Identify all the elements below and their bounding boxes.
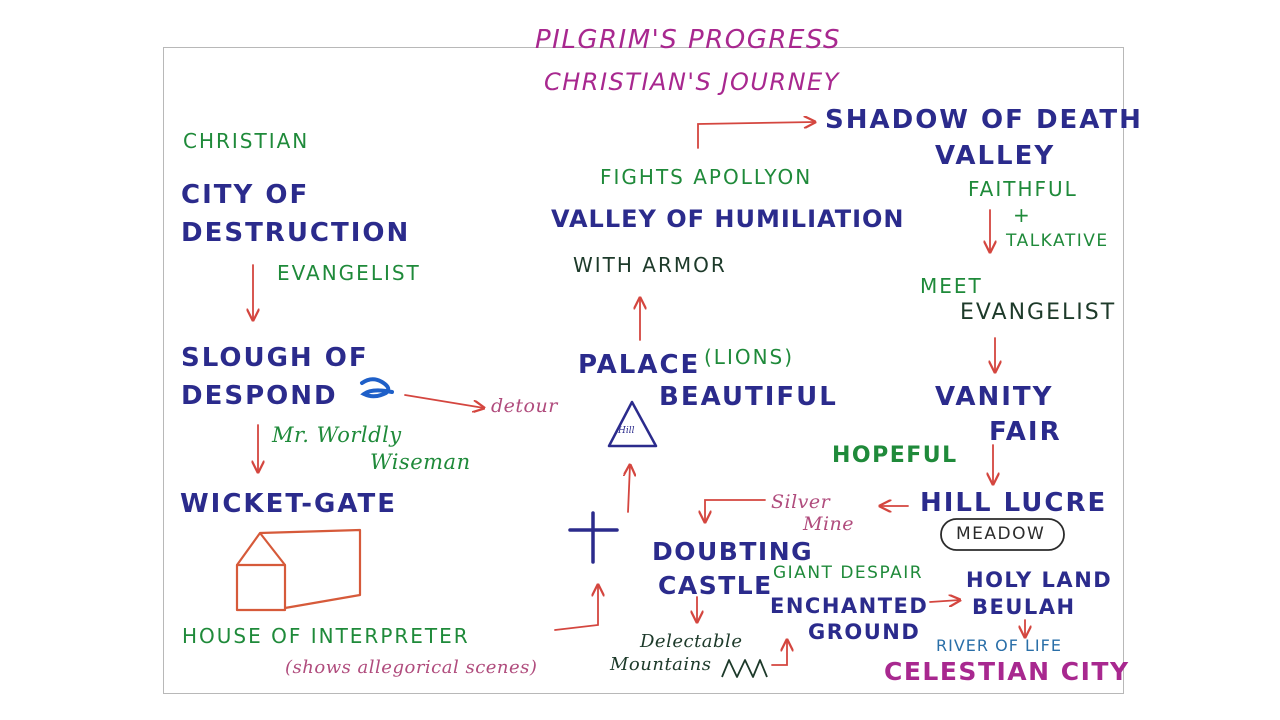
label-meet: MEET (920, 274, 983, 298)
diagram-title: PILGRIM'S PROGRESS (535, 25, 841, 55)
label-interpreter-note: (shows allegorical scenes) (285, 657, 538, 678)
label-hopeful: HOPEFUL (832, 443, 958, 468)
node-beautiful: BEAUTIFUL (659, 382, 838, 412)
vanity-line-2: FAIR (989, 417, 1062, 448)
hill-triangle (607, 400, 658, 448)
label-plus: + (1013, 203, 1032, 227)
node-holy-land-beulah: HOLY LAND BEULAH (966, 567, 1112, 622)
arrow-interpreter-to-cross (554, 585, 598, 631)
slough-scribble (360, 377, 394, 399)
cross-icon (568, 511, 619, 564)
node-vanity-fair: VANITY FAIR (935, 380, 1062, 450)
city-line-1: CITY OF (181, 180, 310, 210)
label-christian: CHRISTIAN (183, 129, 310, 153)
node-wicket-gate: WICKET-GATE (180, 489, 397, 519)
mountains-icon (721, 659, 768, 678)
enchanted-line-2: GROUND (808, 620, 921, 645)
arrow-silver-to-doubting (705, 499, 766, 522)
arrow-slough-to-detour (404, 394, 484, 408)
diagram-frame (163, 47, 1124, 694)
label-silver-mine: Silver Mine (771, 491, 855, 536)
label-hill: Hill (618, 426, 635, 436)
node-celestial-city: CELESTIAN CITY (884, 657, 1130, 686)
meadow-oval (940, 518, 1065, 551)
arrow-enchanted-to-holy (929, 600, 960, 602)
label-talkative: TALKATIVE (1006, 231, 1109, 251)
doubting-line-1: DOUBTING (652, 537, 814, 566)
silver-line-1: Silver (771, 491, 831, 513)
node-house-of-interpreter: HOUSE OF INTERPRETER (182, 624, 470, 648)
node-evangelist-right: EVANGELIST (960, 300, 1117, 325)
label-river-of-life: RIVER OF LIFE (936, 636, 1062, 655)
slough-line-1: SLOUGH OF (181, 343, 369, 373)
label-giant-despair: GIANT DESPAIR (773, 563, 924, 583)
delectable-line-1: Delectable (640, 631, 743, 652)
label-faithful: FAITHFUL (968, 177, 1078, 201)
node-palace: PALACE (578, 350, 701, 380)
node-hill-lucre: HILL LUCRE (920, 488, 1108, 518)
node-city-of-destruction: CITY OF DESTRUCTION (181, 177, 410, 252)
label-evangelist-left: EVANGELIST (277, 261, 421, 285)
label-detour: detour (491, 395, 558, 417)
worldly-line-2: Wiseman (370, 450, 471, 475)
house-drawing (235, 528, 362, 612)
diagram-subtitle: CHRISTIAN'S JOURNEY (544, 68, 840, 96)
worldly-line-1: Mr. Worldly (272, 423, 402, 447)
silver-line-2: Mine (803, 512, 855, 535)
arrow-cross-to-hill (628, 465, 630, 513)
slough-line-2: DESPOND (181, 380, 338, 411)
node-shadow-of-death-valley: SHADOW OF DEATH VALLEY (825, 102, 1143, 175)
node-slough-of-despond: SLOUGH OF DESPOND (181, 340, 369, 415)
node-valley-of-humiliation: VALLEY OF HUMILIATION (551, 205, 905, 233)
label-lions: (LIONS) (704, 345, 795, 369)
node-delectable-mountains: Delectable Mountains (610, 630, 742, 677)
label-fights-apollyon: FIGHTS APOLLYON (600, 165, 813, 189)
label-meadow: MEADOW (956, 524, 1046, 544)
city-line-2: DESTRUCTION (181, 217, 411, 248)
beulah-line: BEULAH (972, 595, 1076, 620)
node-doubting-castle: DOUBTING CASTLE (652, 535, 813, 603)
holy-land-line: HOLY LAND (966, 568, 1113, 592)
doubting-line-2: CASTLE (658, 570, 773, 600)
label-with-armor: WITH ARMOR (573, 253, 727, 277)
arrow-humiliation-to-shadow (697, 122, 815, 149)
enchanted-line-1: ENCHANTED (770, 594, 929, 618)
label-mr-worldly-wiseman: Mr. Worldly Wiseman (272, 422, 471, 477)
vanity-line-1: VANITY (935, 382, 1054, 412)
shadow-line-2: VALLEY (935, 141, 1056, 172)
delectable-line-2: Mountains (610, 654, 712, 676)
arrow-delectable-to-enchanted (771, 640, 787, 666)
node-enchanted-ground: ENCHANTED GROUND (770, 593, 928, 646)
shadow-line-1: SHADOW OF DEATH (825, 105, 1143, 135)
